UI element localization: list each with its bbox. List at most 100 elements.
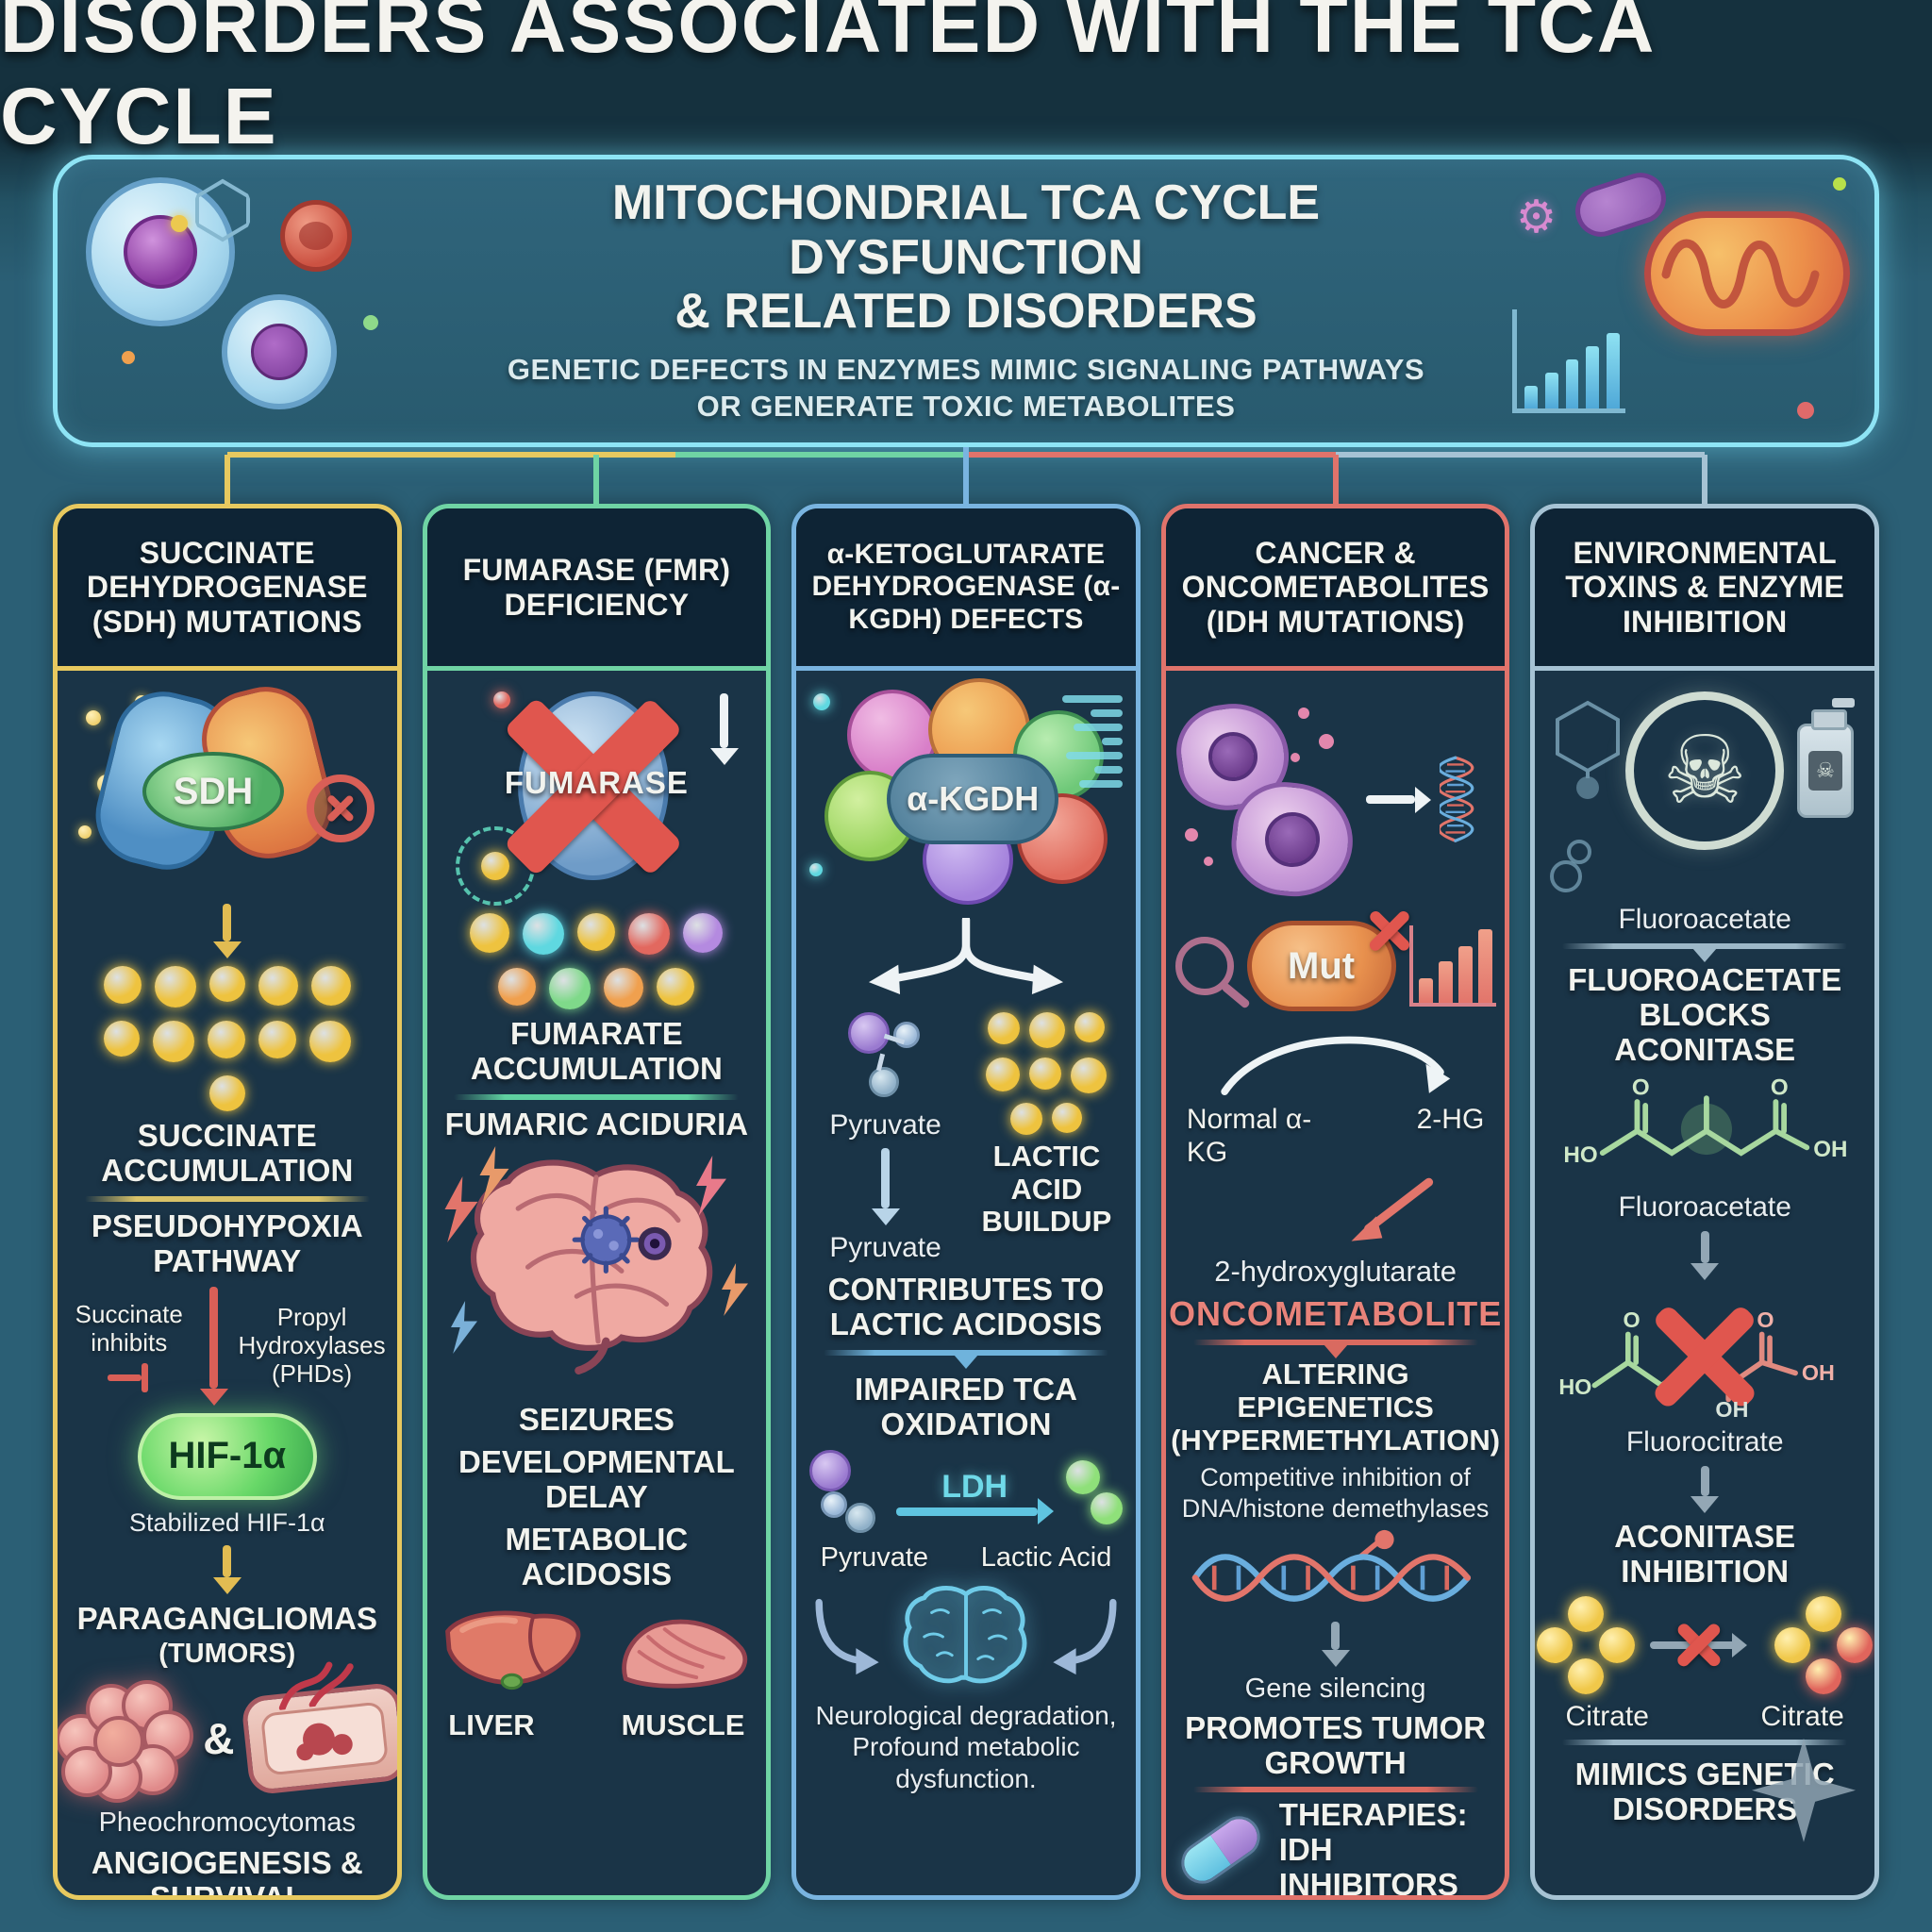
bar-chart-icon xyxy=(1512,309,1625,413)
red-down-arrow-icon xyxy=(209,1286,219,1389)
akgdh-enzyme-illustration: α-KGDH xyxy=(808,678,1124,910)
blocked-arrow-icon xyxy=(1650,1617,1759,1674)
angiogenesis-survival-label: ANGIOGENESIS & SURVIVAL xyxy=(91,1845,363,1900)
fork-arrows-icon xyxy=(868,918,1064,994)
dot-icon xyxy=(171,215,188,232)
overview-title-line2: & RELATED DISORDERS xyxy=(675,283,1257,339)
reaction-arc-icon xyxy=(1220,1036,1450,1095)
down-arrow-icon xyxy=(720,693,729,748)
promotes-tumor-growth-label: PROMOTES TUMOR GROWTH xyxy=(1185,1709,1487,1780)
dot-icon xyxy=(1833,177,1846,191)
overview-title-line1: MITOCHONDRIAL TCA CYCLE DYSFUNCTION xyxy=(611,175,1321,285)
column-fumarase-deficiency: FUMARASE (FMR) DEFICIENCY FUMARASE FUMAR… xyxy=(422,504,772,1900)
muscle-icon xyxy=(622,1619,747,1689)
column-idh-title: CANCER & ONCOMETABOLITES (IDH MUTATIONS) xyxy=(1181,535,1490,639)
down-arrow-icon xyxy=(223,1545,232,1578)
column-fumarase-title: FUMARASE (FMR) DEFICIENCY xyxy=(462,553,731,622)
citrate-dots-icon xyxy=(1537,1595,1636,1694)
inhibition-diagram: Succinate inhibits Propyl Hydroxylases (… xyxy=(69,1286,386,1406)
ldh-label: LDH xyxy=(941,1468,1008,1505)
columns: SUCCINATE DEHYDROGENASE (SDH) MUTATIONS … xyxy=(53,504,1879,1900)
column-sdh-mutations: SUCCINATE DEHYDROGENASE (SDH) MUTATIONS … xyxy=(53,504,402,1900)
svg-text:O: O xyxy=(1624,1307,1641,1332)
fluorocitrate-label: Fluorocitrate xyxy=(1625,1425,1784,1457)
divider xyxy=(1562,1739,1848,1745)
normal-akg-label: Normal α-KG xyxy=(1186,1104,1312,1168)
citrate-left-label: Citrate xyxy=(1565,1700,1649,1732)
blocks-aconitase-label: FLUOROACETATE BLOCKS ACONITASE xyxy=(1568,962,1842,1067)
svg-text:OH: OH xyxy=(1813,1137,1847,1162)
pyruvate-top-label: Pyruvate xyxy=(829,1109,941,1141)
mutant-idh-blob: Mut xyxy=(1246,921,1396,1011)
blood-vessel-icon xyxy=(241,1661,397,1795)
cells-illustration xyxy=(80,174,420,428)
muscle-label: MUSCLE xyxy=(621,1707,745,1741)
skull-crossbones-icon: ☠ xyxy=(1625,691,1785,850)
divider xyxy=(823,1349,1109,1356)
gear-icon: ⚙ xyxy=(1516,192,1557,242)
right-arrow-icon xyxy=(896,1507,1039,1516)
toxin-illustration: ☠ ☠ xyxy=(1546,684,1863,896)
connector-lines xyxy=(53,447,1879,504)
dna-helix-icon xyxy=(1439,756,1474,842)
column-sdh-header: SUCCINATE DEHYDROGENASE (SDH) MUTATIONS xyxy=(58,508,397,671)
right-arrow-icon xyxy=(1365,795,1415,804)
overview-subtitle-line1: GENETIC DEFECTS IN ENZYMES MIMIC SIGNALI… xyxy=(507,353,1425,387)
down-arrow-icon xyxy=(1700,1465,1709,1496)
molecule-outline-icon xyxy=(1556,700,1621,799)
dna-strand-icon xyxy=(1191,1530,1471,1602)
2hg-label: 2-HG xyxy=(1416,1104,1485,1135)
divider xyxy=(454,1093,740,1100)
brain-icon xyxy=(471,1159,713,1374)
down-arrow-icon xyxy=(881,1148,891,1208)
aconitase-inhibition-label: ACONITASE INHIBITION xyxy=(1614,1518,1796,1589)
cell-icon xyxy=(222,294,337,409)
svg-text:O: O xyxy=(1771,1074,1789,1100)
inhibition-tee-icon xyxy=(107,1362,151,1392)
mitochondrion-small-icon xyxy=(1569,166,1673,243)
lactic-acid-icon xyxy=(1062,1455,1124,1530)
dot-icon xyxy=(78,825,92,839)
impaired-tca-label: IMPAIRED TCA OXIDATION xyxy=(855,1371,1077,1441)
column-toxins-title: ENVIRONMENTAL TOXINS & ENZYME INHIBITION xyxy=(1565,535,1845,639)
divider xyxy=(84,1195,370,1202)
overview-panel: MITOCHONDRIAL TCA CYCLE DYSFUNCTION & RE… xyxy=(53,155,1879,447)
mimics-genetic-disorders-label: MIMICS GENETIC DISORDERS xyxy=(1574,1756,1835,1826)
altering-epigenetics-label: ALTERING EPIGENETICS (HYPERMETHYLATION) xyxy=(1171,1357,1501,1457)
overview-text: MITOCHONDRIAL TCA CYCLE DYSFUNCTION & RE… xyxy=(433,176,1499,425)
lightning-icon xyxy=(450,1300,477,1354)
nucleus-icon xyxy=(251,324,308,380)
dot-icon xyxy=(122,351,135,364)
dot-icon xyxy=(1797,402,1814,419)
competitive-inhibition-label: Competitive inhibition of DNA/histone de… xyxy=(1181,1463,1490,1523)
succinate-inhibits-label: Succinate inhibits xyxy=(75,1299,183,1357)
eye-icon xyxy=(638,1226,673,1260)
column-toxins-header: ENVIRONMENTAL TOXINS & ENZYME INHIBITION xyxy=(1535,508,1874,671)
akgdh-enzyme-label: α-KGDH xyxy=(887,754,1059,844)
pheochromocytomas-label: Pheochromocytomas xyxy=(98,1807,356,1838)
svg-text:OH: OH xyxy=(1716,1397,1749,1419)
divider xyxy=(1192,1786,1478,1792)
column-idh-header: CANCER & ONCOMETABOLITES (IDH MUTATIONS) xyxy=(1165,508,1506,671)
column-environmental-toxins: ENVIRONMENTAL TOXINS & ENZYME INHIBITION… xyxy=(1530,504,1879,1900)
lactic-acid-dots xyxy=(969,1012,1124,1135)
blocked-x-icon xyxy=(307,774,375,842)
pseudohypoxia-pathway-label: PSEUDOHYPOXIA PATHWAY xyxy=(91,1208,363,1278)
developmental-delay-label: DEVELOPMENTAL DELAY xyxy=(458,1443,735,1514)
magnifier-icon xyxy=(1174,937,1234,995)
liver-icon xyxy=(444,1610,580,1690)
metabolic-acidosis-label: METABOLIC ACIDOSIS xyxy=(505,1521,689,1591)
mimics-wrap: MIMICS GENETIC DISORDERS xyxy=(1546,1738,1863,1842)
brain-convergence xyxy=(808,1581,1124,1692)
ampersand: & xyxy=(203,1713,235,1763)
ldh-lactic-label: Lactic Acid xyxy=(980,1541,1112,1573)
oncometabolite-label: ONCOMETABOLITE xyxy=(1168,1294,1503,1334)
citrate-block-row xyxy=(1537,1595,1874,1694)
fluoroacetate-structure-icon: O O HO OH xyxy=(1564,1074,1848,1168)
svg-text:OH: OH xyxy=(1802,1360,1835,1385)
overview-subtitle-line2: OR GENERATE TOXIC METABOLITES xyxy=(696,389,1236,423)
hif1a-blob: HIF-1α xyxy=(137,1412,317,1500)
pyruvate-molecule-icon xyxy=(808,1449,887,1535)
bar-chart-icon xyxy=(1408,925,1496,1007)
citrate-dots-blocked-icon xyxy=(1774,1595,1874,1694)
